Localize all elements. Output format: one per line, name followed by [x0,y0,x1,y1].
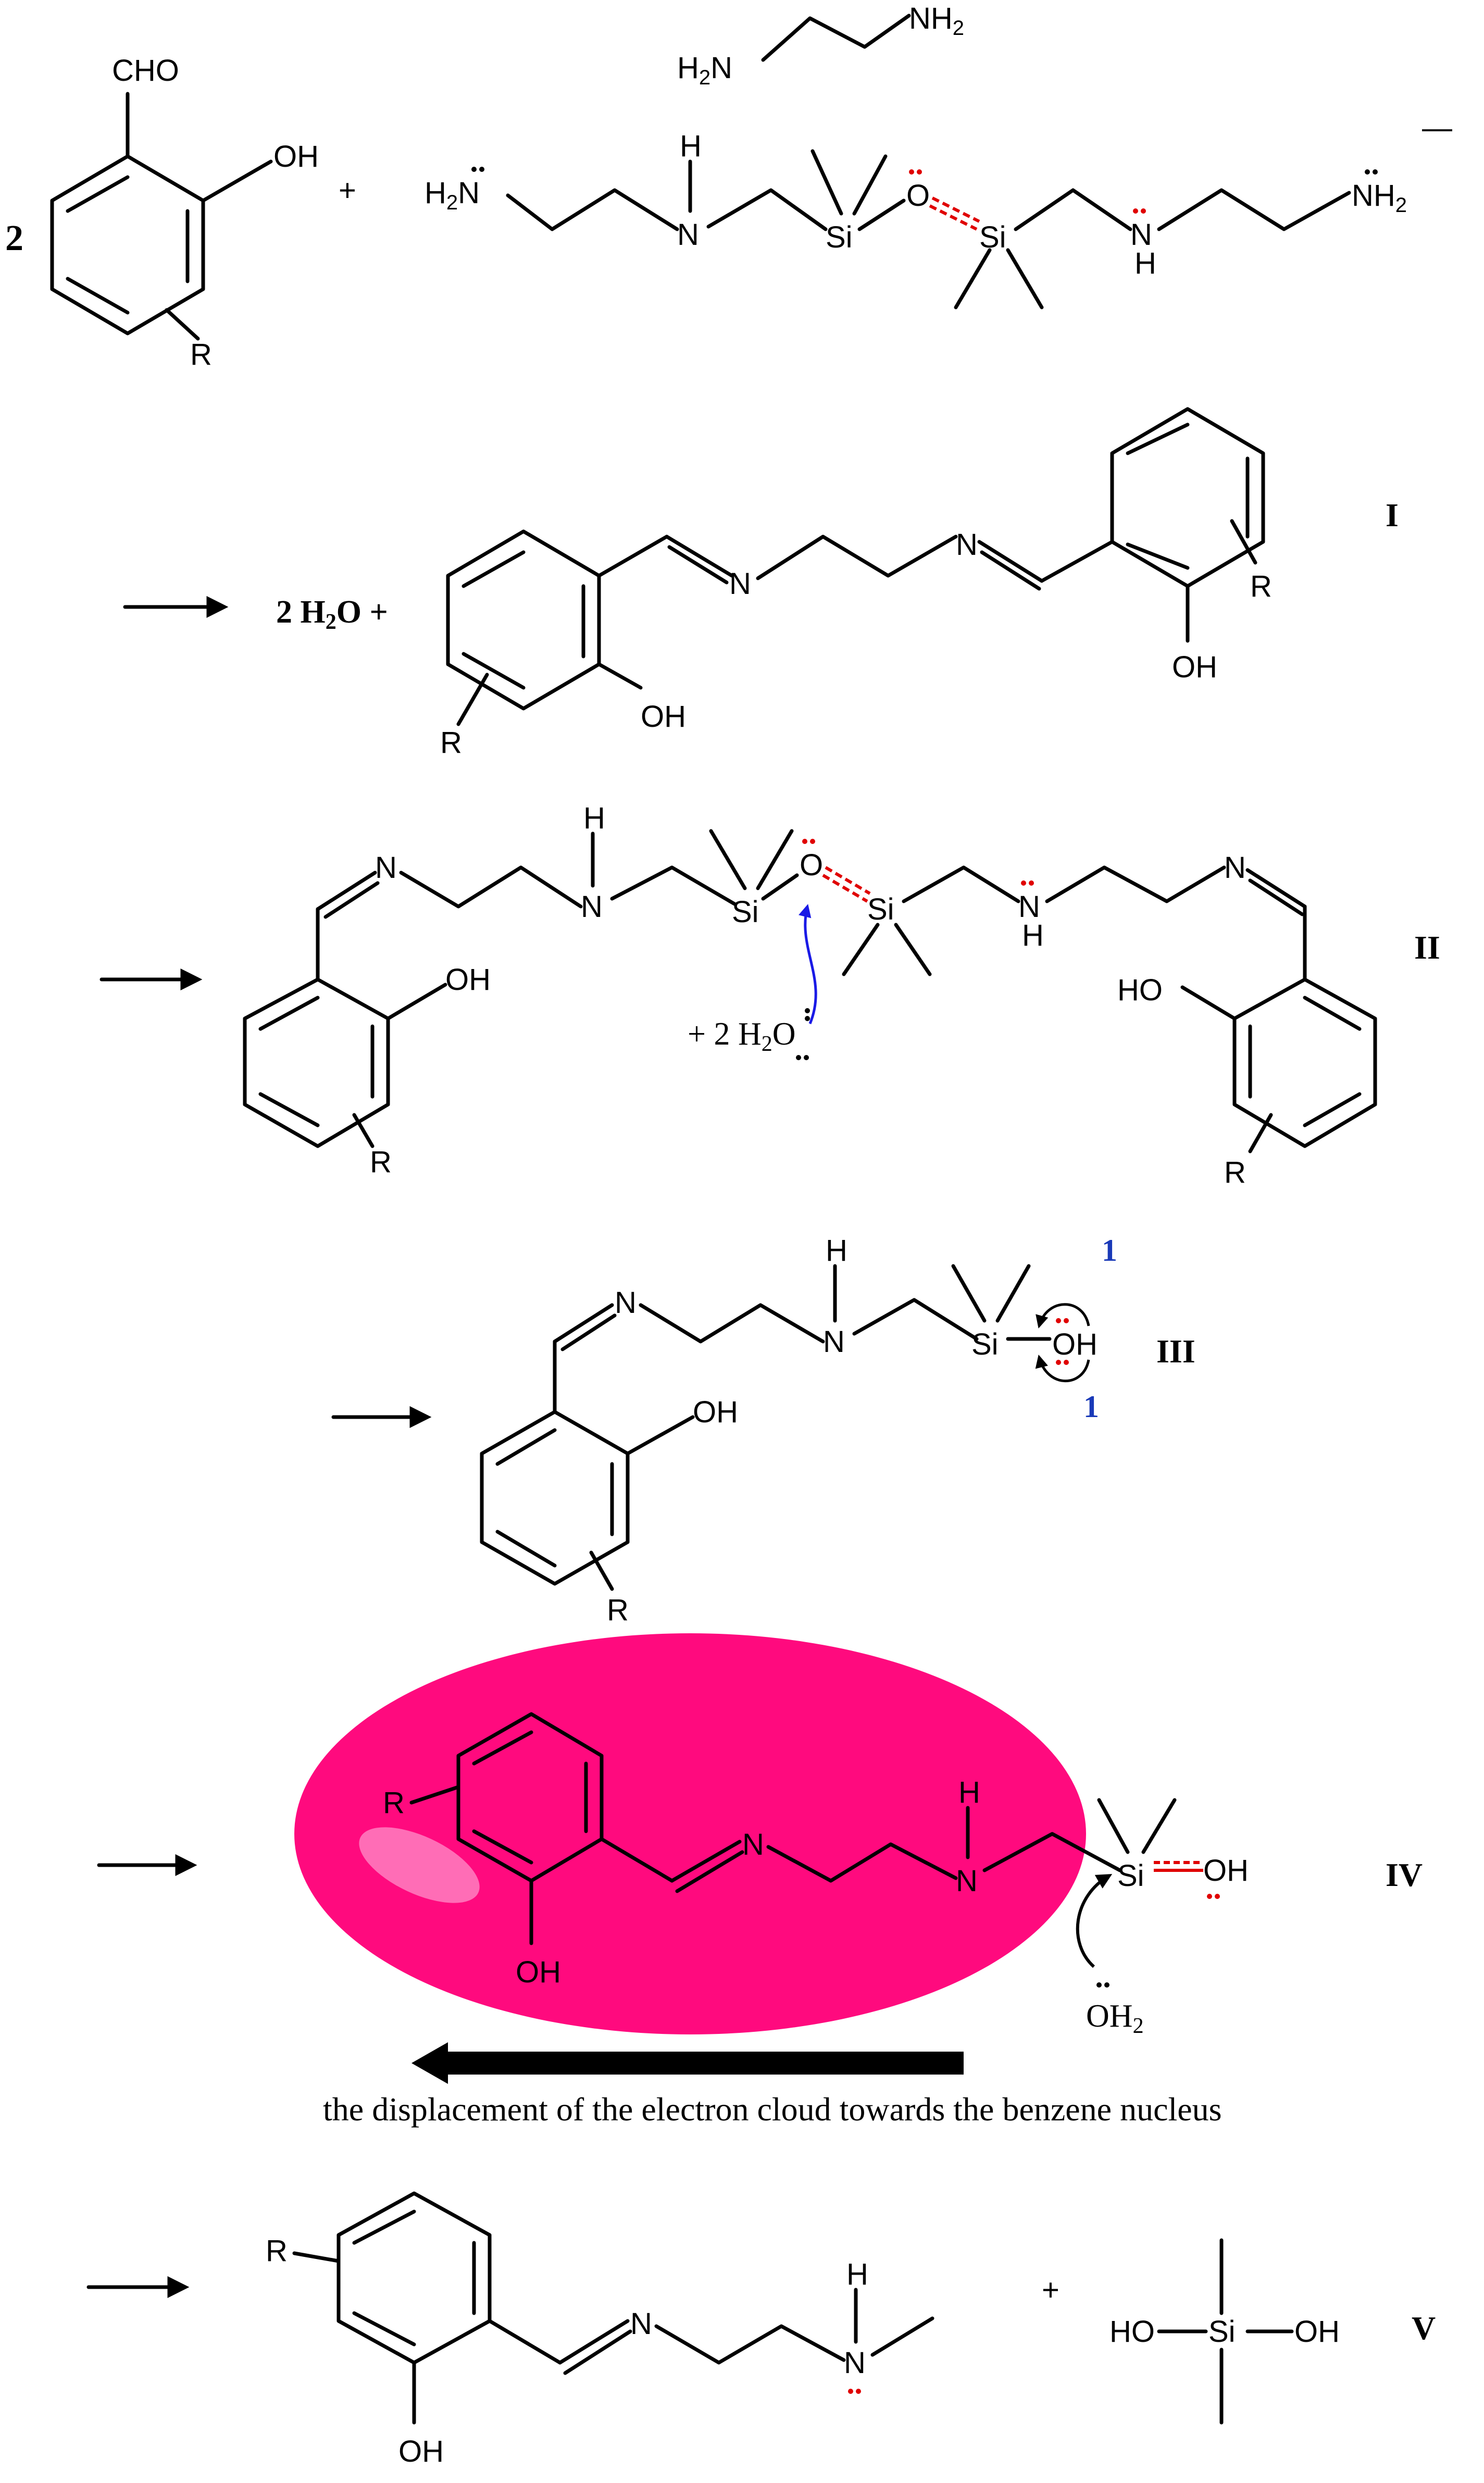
schiff-base-product-I: OH R N N OH R [440,407,1272,760]
svg-text:Si: Si [1208,2315,1236,2349]
svg-text:N: N [677,218,699,252]
water-reagent-label: + 2 H2O [688,1016,796,1056]
svg-text:R: R [1250,569,1272,603]
svg-text:HO: HO [1109,2315,1155,2349]
compound-label-II: II [1414,929,1440,966]
svg-text:Si: Si [971,1327,999,1361]
benzene-ring [50,154,205,336]
svg-text:O: O [800,848,823,882]
svg-text:HO: HO [1117,973,1163,1007]
silanol-schiff-base-III: OH R N N H Si OH 1 1 [480,1233,1117,1627]
svg-text:N: N [630,2307,652,2341]
svg-text:N: N [956,528,978,562]
svg-text:R: R [370,1145,392,1179]
svg-text:N: N [844,2346,866,2380]
siloxane-schiff-base-II: OH R N N H Si O Si N H N H [243,801,1377,1189]
svg-text:R: R [383,1786,405,1820]
compound-label-III: III [1156,1333,1195,1370]
svg-text:H: H [846,2257,868,2291]
oh-group-label: OH [273,140,319,173]
svg-text:R: R [607,1593,629,1627]
svg-text:OH: OH [445,963,491,997]
svg-text:N: N [742,1828,764,1861]
svg-text:N: N [1018,890,1040,924]
svg-text:OH2: OH2 [1086,1998,1144,2038]
svg-text:H: H [958,1776,980,1809]
schiff-base-silanol-IV: OH R N N H Si OH OH2 [383,1712,1249,2038]
svg-text:1: 1 [1102,1233,1117,1268]
svg-text:NH2: NH2 [909,2,964,40]
svg-text:R: R [266,2234,288,2268]
svg-text:N: N [615,1286,637,1320]
svg-text:N: N [581,890,603,924]
svg-text:1: 1 [1083,1389,1099,1424]
svg-text:H: H [680,129,702,163]
svg-text:Si: Si [867,892,894,926]
svg-text:OH: OH [1172,650,1217,684]
svg-text:OH: OH [641,700,686,734]
r-substituent-label: R [190,338,212,371]
svg-text:Si: Si [1117,1859,1144,1893]
svg-text:R: R [440,726,462,760]
svg-text:Si: Si [732,895,759,929]
compound-label-IV: IV [1386,1856,1423,1893]
cho-group-label: CHO [112,54,179,88]
svg-text:R: R [1224,1156,1246,1189]
svg-text:N: N [823,1325,845,1359]
siloxane-oxygen-label: O [906,179,930,213]
svg-text:H: H [1134,246,1156,280]
compound-label-I: I [1386,496,1399,533]
si-atom-label: Si [826,220,853,254]
minus-dash: — [1422,111,1452,145]
svg-text:OH: OH [516,1955,561,1989]
electron-cloud-highlight [294,1633,1086,2034]
highlight-shine [359,1827,480,1903]
svg-text:+: + [1042,2273,1059,2307]
svg-text:OH: OH [1294,2315,1340,2349]
svg-text:H: H [1022,918,1044,952]
svg-text:Si: Si [979,220,1006,254]
svg-text:N: N [1130,218,1152,252]
hydrolysis-products-V: OH R N N H + HO Si OH [266,2191,1340,2468]
compound-label-V: V [1412,2310,1436,2347]
svg-text:OH: OH [398,2435,444,2468]
svg-text:OH: OH [693,1395,738,1429]
svg-text:H: H [826,1234,847,1268]
salicylaldehyde-reactant: 2 CHO OH R [5,54,319,371]
water-byproduct-label: 2 H2O + [276,594,388,634]
svg-text:H2N: H2N [677,51,732,89]
aminosiloxane-reactant: H2N N H Si O Si N H NH2 [425,129,1407,309]
svg-text:N: N [729,567,751,601]
svg-text:H2N: H2N [425,176,480,214]
svg-text:N: N [375,851,397,885]
svg-text:OH: OH [1203,1854,1249,1888]
svg-text:N: N [1224,851,1246,885]
stoich-coefficient: 2 [5,218,23,258]
plus-sign: + [339,173,356,207]
electron-displacement-caption: the displacement of the electron cloud t… [323,2091,1222,2128]
ethylenediamine-reactant: H2N NH2 [677,2,964,89]
svg-text:NH2: NH2 [1352,179,1407,217]
svg-text:OH: OH [1052,1327,1098,1361]
nucleophilic-attack-arrow [799,904,817,1024]
svg-text:H: H [583,801,605,835]
svg-text:N: N [956,1864,978,1898]
